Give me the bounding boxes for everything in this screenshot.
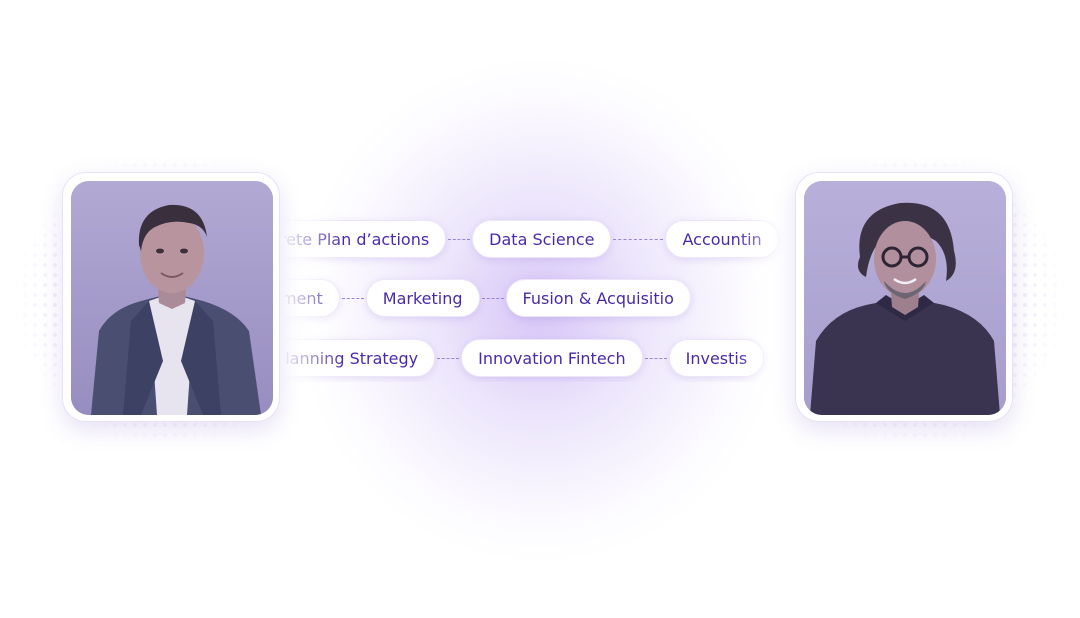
skill-tag: Accountin: [665, 220, 779, 258]
skill-tag: Investis: [668, 339, 765, 377]
skill-tag: Innovation Fintech: [461, 339, 643, 377]
person-photo-right: [804, 181, 1006, 415]
skills-row-3: x Planning Strategy Innovation Fintech I…: [284, 338, 765, 378]
dashed-connector: [613, 238, 664, 240]
skill-tag: x Planning Strategy: [284, 339, 436, 377]
skill-tag: nagement: [284, 279, 340, 317]
skills-row-2: nagement Marketing Fusion & Acquisitio: [284, 278, 691, 318]
dashed-connector: [341, 297, 364, 299]
skills-row-1: ncrete Plan d’actions Data Science Accou…: [284, 219, 779, 259]
skill-tag: Data Science: [472, 220, 612, 258]
dashed-connector: [437, 357, 460, 359]
dashed-connector: [481, 297, 504, 299]
person-photo-man-in-blazer-icon: [71, 181, 273, 415]
skill-tag: Fusion & Acquisitio: [505, 279, 691, 317]
skills-tag-cloud: ncrete Plan d’actions Data Science Accou…: [284, 210, 796, 382]
profile-card-left: [62, 172, 280, 422]
skill-tag: Marketing: [365, 279, 480, 317]
person-photo-left: [71, 181, 273, 415]
skill-tag: ncrete Plan d’actions: [284, 220, 447, 258]
profile-card-right: [795, 172, 1013, 422]
dashed-connector: [448, 238, 471, 240]
person-photo-man-with-glasses-icon: [804, 181, 1006, 415]
dashed-connector: [644, 357, 667, 359]
